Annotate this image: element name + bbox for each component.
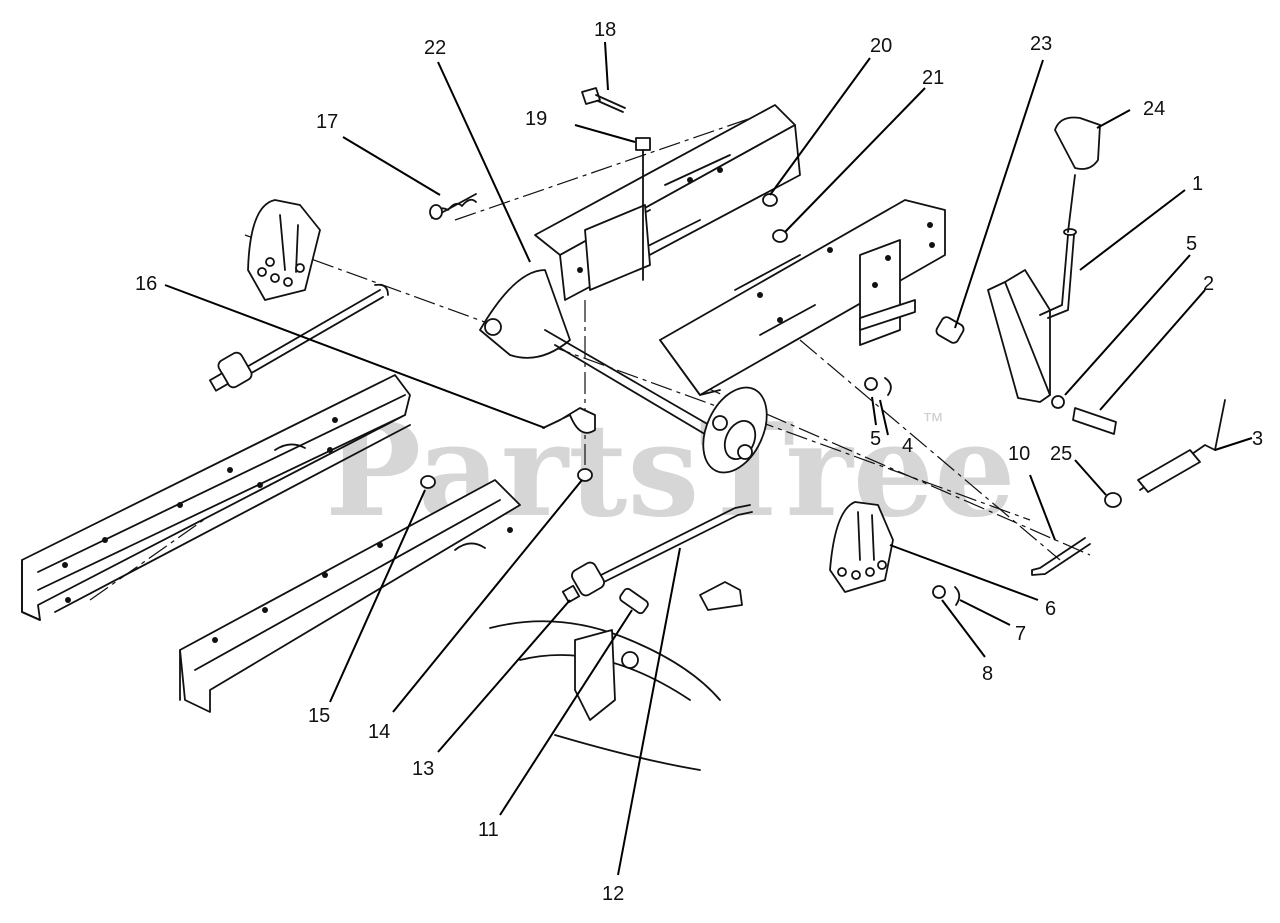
callout-14: 14 xyxy=(368,721,390,743)
lever xyxy=(987,116,1101,403)
callout-5b: 5 xyxy=(870,428,881,450)
callout-7: 7 xyxy=(1015,623,1026,645)
spring xyxy=(429,193,477,220)
callout-5a: 5 xyxy=(1186,233,1197,255)
callout-1: 1 xyxy=(1192,173,1203,195)
top-rear-rail xyxy=(534,104,801,301)
small-hardware xyxy=(864,377,961,606)
left-frame-rail xyxy=(21,374,411,621)
callout-15: 15 xyxy=(308,705,330,727)
callout-21: 21 xyxy=(922,67,944,89)
callout-17: 17 xyxy=(316,111,338,133)
mount-bracket xyxy=(859,239,916,346)
callout-19: 19 xyxy=(525,108,547,130)
lower-rail xyxy=(179,479,521,713)
callout-6: 6 xyxy=(1045,598,1056,620)
callout-23: 23 xyxy=(1030,33,1052,55)
right-upper-rail xyxy=(659,199,946,396)
adjust-rod-left xyxy=(209,283,389,392)
axle-assembly xyxy=(479,269,768,474)
callout-2: 2 xyxy=(1203,273,1214,295)
washer-bolt xyxy=(1051,395,1117,435)
callout-22: 22 xyxy=(424,37,446,59)
watermark-trademark: ™ xyxy=(922,408,944,433)
callout-4: 4 xyxy=(902,435,913,457)
callout-3: 3 xyxy=(1252,428,1263,450)
rod-hardware xyxy=(1031,492,1122,576)
callout-18: 18 xyxy=(594,19,616,41)
callout-11: 11 xyxy=(478,819,499,841)
callout-labels: 1 2 3 4 5 5 6 7 8 10 11 12 13 14 15 16 1… xyxy=(135,19,1263,905)
bolt xyxy=(581,87,626,113)
callout-10: 10 xyxy=(1008,443,1030,465)
callout-12: 12 xyxy=(602,883,624,905)
callout-13: 13 xyxy=(412,758,434,780)
callout-24: 24 xyxy=(1143,98,1165,120)
callout-25: 25 xyxy=(1050,443,1072,465)
small-bolt xyxy=(635,137,651,281)
adjust-rod-right xyxy=(561,504,753,604)
callout-20: 20 xyxy=(870,35,892,57)
adjuster-plate-left xyxy=(247,199,321,301)
shift-rod xyxy=(1137,399,1226,493)
bushing xyxy=(935,316,965,344)
adjuster-plate-right xyxy=(829,501,894,593)
nuts xyxy=(420,193,788,489)
strap-bracket xyxy=(542,407,743,611)
pivot-pin xyxy=(619,587,649,615)
deck-fragment xyxy=(489,620,721,771)
callout-16: 16 xyxy=(135,273,157,295)
leader-lines xyxy=(164,41,1253,876)
callout-8: 8 xyxy=(982,663,993,685)
